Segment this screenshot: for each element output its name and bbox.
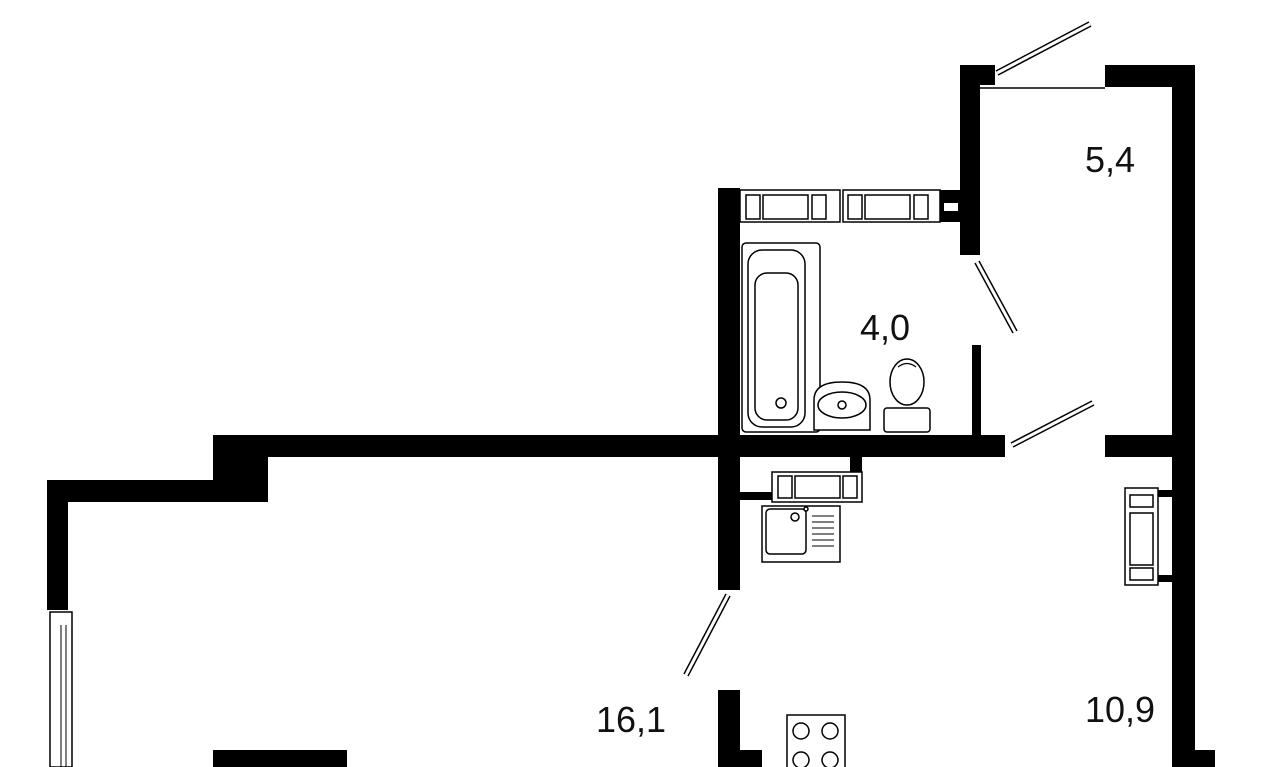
stove xyxy=(786,714,846,767)
bathtub xyxy=(741,242,821,433)
doors xyxy=(683,21,1095,677)
washbasin xyxy=(813,381,871,431)
room-area-label: 4,0 xyxy=(859,307,911,348)
wardrobe xyxy=(1124,487,1159,586)
room-area-label: 5,4 xyxy=(1084,139,1136,180)
bathroom-cabinets xyxy=(739,189,941,223)
windows xyxy=(49,87,1105,767)
kitchen-cabinet xyxy=(771,471,863,503)
toilet xyxy=(883,358,931,433)
walls xyxy=(47,65,1215,767)
room-area-label: 10,9 xyxy=(1084,689,1156,730)
room-area-label: 16,1 xyxy=(595,699,667,740)
kitchen-sink xyxy=(761,505,841,563)
